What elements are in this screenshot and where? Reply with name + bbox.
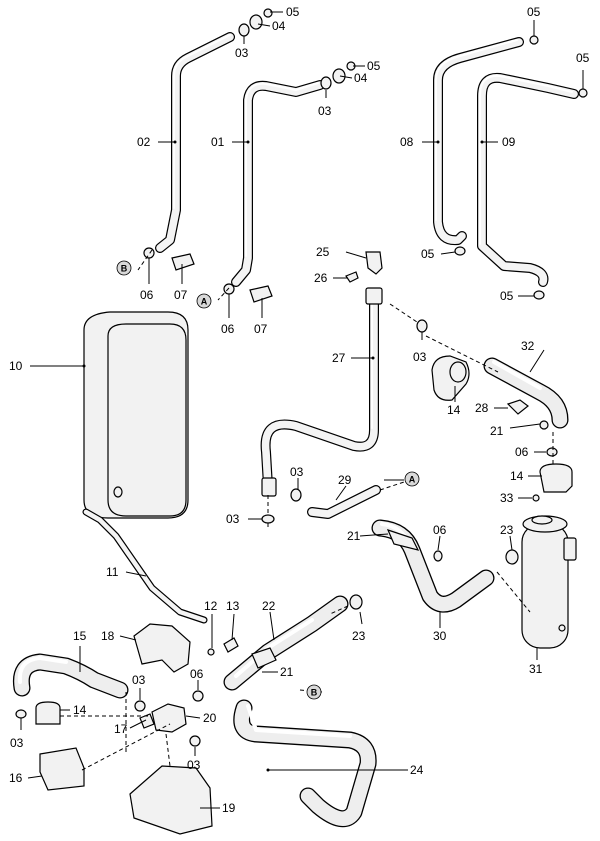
label-06: 06: [221, 322, 235, 336]
pipe-22: [223, 595, 349, 691]
label-07: 07: [174, 288, 188, 302]
pipe-01: [231, 80, 325, 287]
ref-marker-a-top: A: [196, 293, 212, 309]
pipe-02: [155, 32, 235, 253]
pipe-08: [433, 37, 524, 246]
label-05: 05: [576, 51, 590, 65]
svg-text:A: A: [201, 297, 208, 307]
hose-15: [12, 653, 129, 699]
label-05: 05: [500, 289, 514, 303]
label-04: 04: [272, 19, 286, 33]
label-06: 06: [190, 667, 204, 681]
part-25-26: [345, 251, 383, 283]
callouts: 05 04 03 02 05 04 03 01 06 07 06 07 05 0…: [9, 5, 590, 815]
pipe-09: [477, 72, 579, 287]
label-15: 15: [73, 629, 87, 643]
ring-23-right: [505, 549, 519, 565]
centerlines: [60, 249, 554, 771]
ring-23-lower: [349, 594, 363, 610]
label-25: 25: [316, 245, 330, 259]
label-03: 03: [187, 758, 201, 772]
pipe-11: [82, 508, 208, 624]
label-21: 21: [347, 529, 361, 543]
label-22: 22: [262, 599, 276, 613]
label-06: 06: [140, 288, 154, 302]
label-14: 14: [73, 703, 87, 717]
label-21: 21: [490, 424, 504, 438]
ref-marker-a-mid: A: [404, 471, 420, 487]
svg-text:B: B: [311, 688, 318, 698]
label-06: 06: [433, 523, 447, 537]
label-17: 17: [114, 722, 128, 736]
label-05: 05: [527, 5, 541, 19]
base-19: [129, 765, 213, 835]
label-03: 03: [413, 350, 427, 364]
label-02: 02: [137, 135, 151, 149]
label-04: 04: [354, 71, 368, 85]
label-08: 08: [400, 135, 414, 149]
label-14: 14: [447, 403, 461, 417]
pipe-29: [307, 485, 381, 519]
label-20: 20: [203, 711, 217, 725]
label-23: 23: [352, 629, 366, 643]
label-10: 10: [9, 359, 23, 373]
label-29: 29: [338, 473, 352, 487]
label-01: 01: [211, 135, 225, 149]
label-32: 32: [521, 339, 535, 353]
label-26: 26: [314, 271, 328, 285]
label-03: 03: [290, 465, 304, 479]
bracket-18: [133, 623, 191, 673]
connector-21-mid: [386, 529, 443, 562]
label-24: 24: [410, 763, 424, 777]
label-06: 06: [515, 445, 529, 459]
label-19: 19: [222, 801, 236, 815]
svg-text:B: B: [121, 264, 128, 274]
sleeve-14-right: [539, 463, 573, 493]
label-03: 03: [10, 736, 24, 750]
label-13: 13: [226, 599, 240, 613]
valve-28: [506, 399, 558, 457]
pipe-27: [260, 287, 383, 497]
label-11: 11: [106, 565, 119, 579]
label-09: 09: [502, 135, 516, 149]
label-03: 03: [235, 46, 249, 60]
label-31: 31: [529, 662, 543, 676]
label-23: 23: [500, 523, 514, 537]
hose-32: [483, 357, 569, 429]
label-28: 28: [475, 401, 489, 415]
label-03: 03: [132, 673, 146, 687]
label-30: 30: [433, 629, 447, 643]
label-21: 21: [280, 665, 294, 679]
label-07: 07: [254, 322, 268, 336]
label-05: 05: [286, 5, 300, 19]
label-33: 33: [500, 491, 514, 505]
label-03: 03: [226, 512, 240, 526]
fitting-20: [139, 703, 187, 733]
ref-marker-b-top: B: [116, 260, 132, 276]
label-18: 18: [101, 629, 115, 643]
label-05: 05: [367, 59, 381, 73]
label-16: 16: [9, 771, 23, 785]
label-03: 03: [318, 104, 332, 118]
label-14: 14: [510, 469, 524, 483]
label-12: 12: [204, 599, 218, 613]
ref-marker-b-low: B: [306, 684, 322, 700]
label-05: 05: [421, 247, 435, 261]
expansion-vessel: [83, 311, 189, 519]
hose-24: [233, 699, 377, 828]
sleeve-14-top: [431, 355, 470, 401]
cylinder-31: [521, 494, 577, 649]
svg-text:A: A: [409, 475, 416, 485]
label-27: 27: [332, 351, 346, 365]
small-parts-lower-left: [15, 637, 239, 791]
